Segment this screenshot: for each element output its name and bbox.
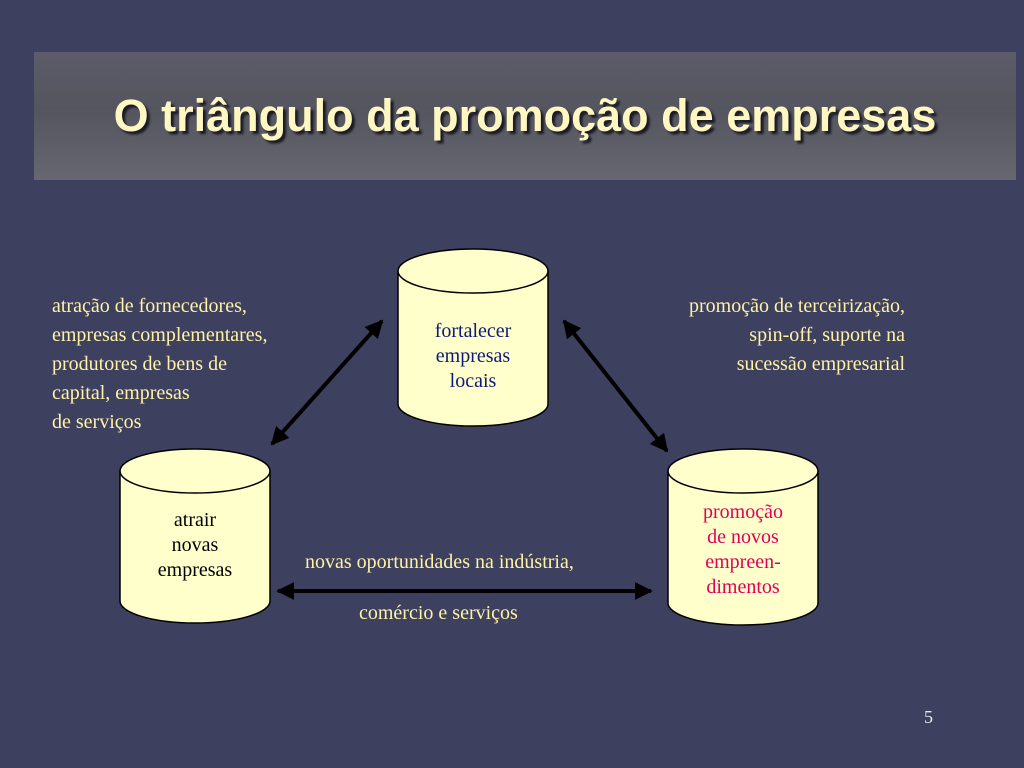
node-top-label: fortalecer empresas locais [398, 319, 548, 394]
arrow-left-top [270, 319, 384, 446]
edge-left-top-line: de serviços [52, 411, 142, 433]
edge-left-top-line: atração de fornecedores, [52, 295, 247, 317]
slide-number: 5 [924, 707, 933, 727]
node-top-line: empresas [435, 345, 511, 367]
edge-top-right-line: sucessão empresarial [736, 353, 905, 375]
node-left-line: novas [171, 534, 219, 556]
edge-left-top-line: empresas complementares, [52, 324, 268, 346]
node-left-label: atrair novas empresas [120, 508, 270, 583]
node-right-line: dimentos [706, 576, 780, 598]
cylinder-right [667, 448, 819, 626]
edge-top-right-line: promoção de terceirização, [689, 295, 905, 317]
edge-left-top-line: capital, empresas [52, 382, 190, 404]
edge-bottom-note-line1: novas oportunidades na indústria, [305, 551, 574, 573]
title-bar [34, 52, 1016, 180]
edge-top-right-note: promoção de terceirização, spin-off, sup… [585, 292, 905, 379]
node-left-line: empresas [157, 559, 233, 581]
node-left-line: atrair [173, 509, 217, 531]
node-right-line: promoção [703, 501, 783, 523]
edge-left-top-note: atração de fornecedores, empresas comple… [52, 292, 267, 437]
node-top-line: locais [449, 370, 497, 392]
cylinder-left [119, 448, 271, 624]
edge-top-right-line: spin-off, suporte na [749, 324, 905, 346]
edge-bottom-note-line2: comércio e serviços [359, 602, 518, 624]
cylinder-top [397, 248, 549, 427]
node-top-line: fortalecer [434, 320, 512, 342]
edge-left-top-line: produtores de bens de [52, 353, 227, 375]
slide-title: O triângulo da promoção de empresas [113, 90, 937, 141]
node-right-label: promoção de novos empreen- dimentos [668, 500, 818, 600]
node-right-line: de novos [707, 526, 779, 548]
node-right-line: empreen- [705, 551, 781, 573]
arrow-top-right [562, 319, 669, 453]
